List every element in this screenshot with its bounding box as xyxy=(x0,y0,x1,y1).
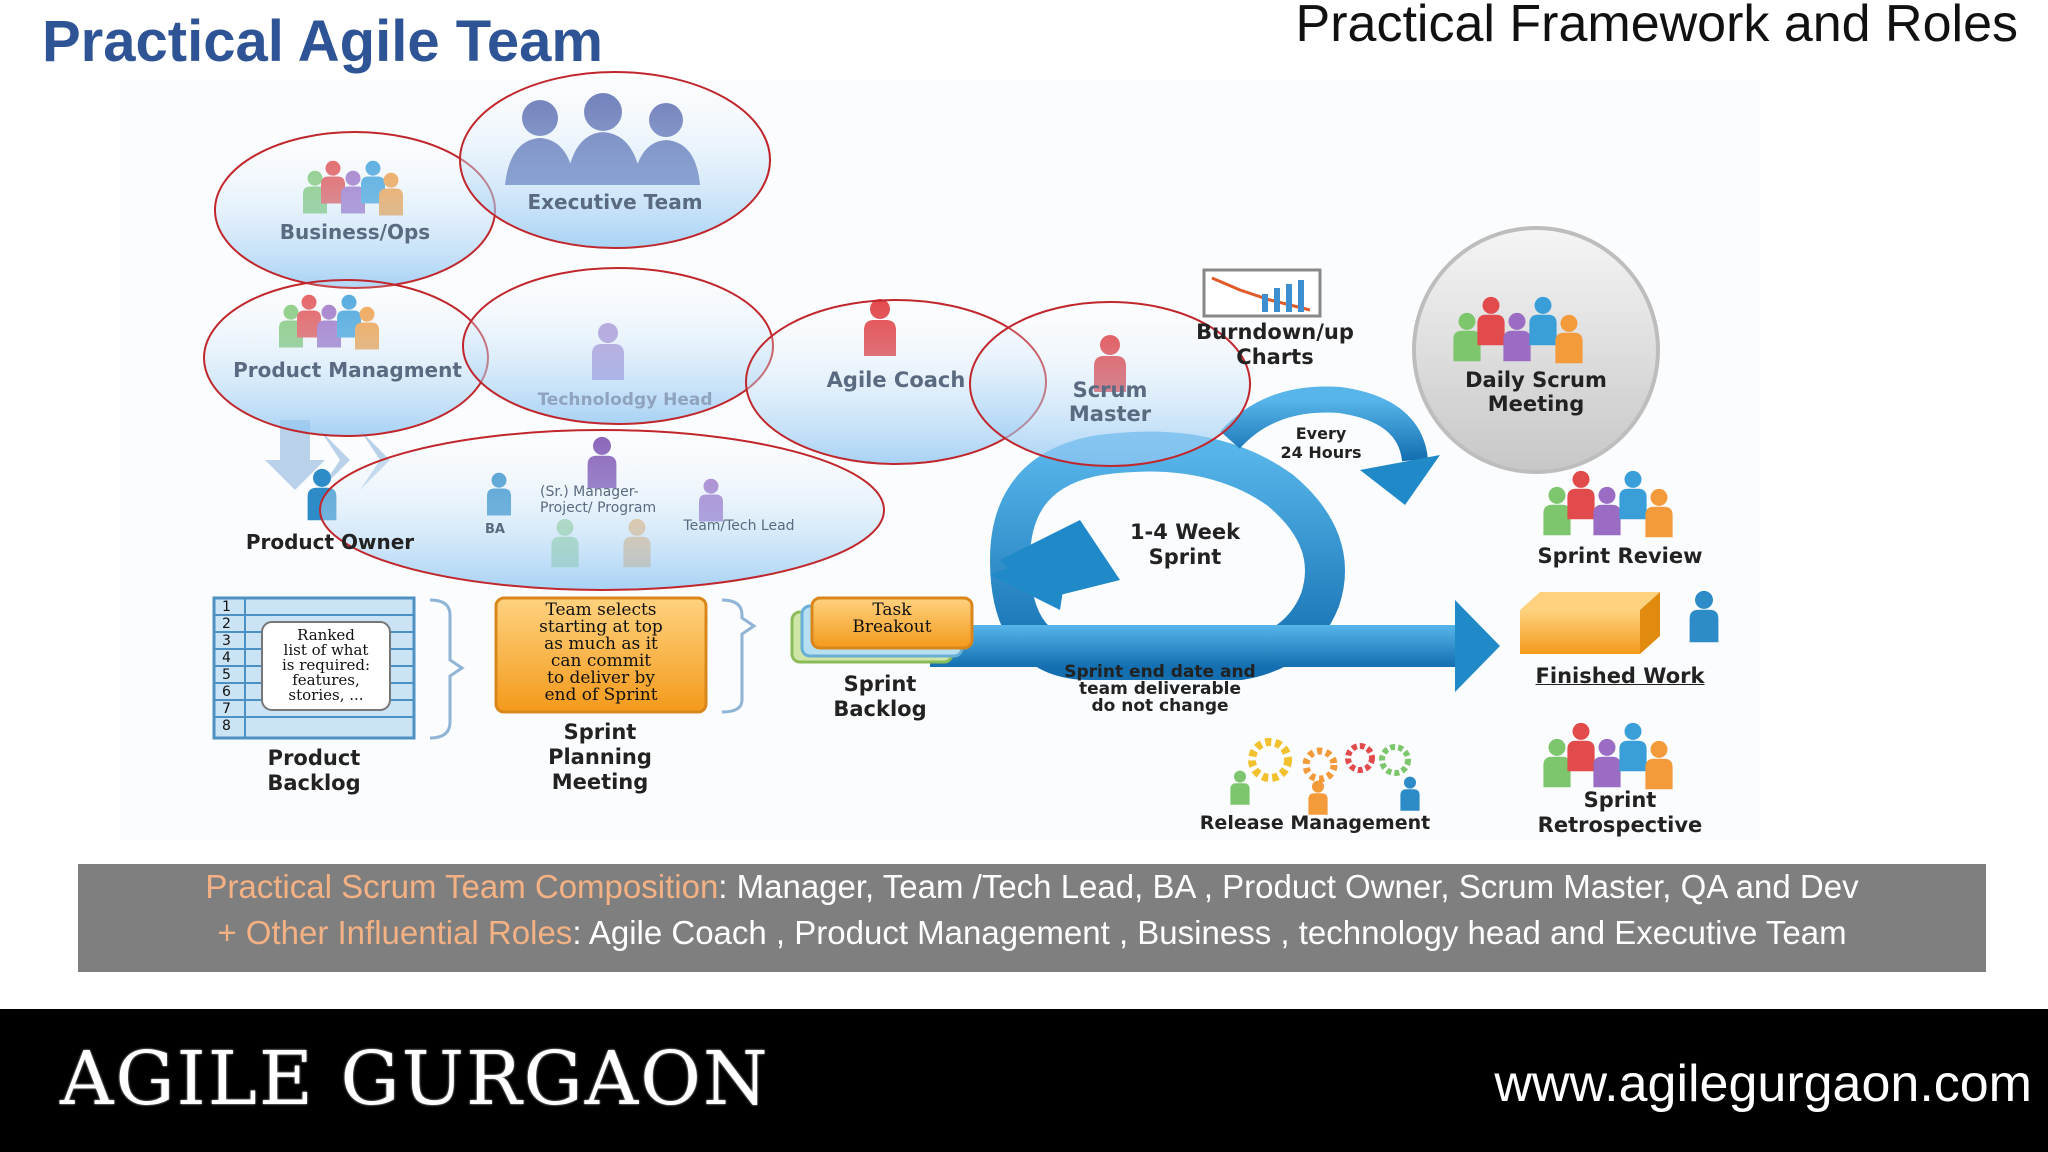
ba-label: BA xyxy=(485,522,505,537)
daily-scrum-circle xyxy=(1412,226,1660,474)
release-management-label: Release Management xyxy=(1199,812,1431,834)
finished-work-label: Finished Work xyxy=(1535,664,1705,688)
page-subtitle: Practical Framework and Roles xyxy=(1295,0,2018,53)
sprint-review-label: Sprint Review xyxy=(1537,544,1703,568)
agile-coach-label: Agile Coach xyxy=(826,368,966,392)
technology-head-label: Technolodgy Head xyxy=(537,390,713,410)
daily-cycle-arrow xyxy=(1220,386,1440,505)
brand-logo: AGILE GURGAON xyxy=(60,1036,770,1122)
business-ops-label: Business/Ops xyxy=(279,220,431,244)
page-title: Practical Agile Team xyxy=(42,9,603,74)
website-url: www.agilegurgaon.com xyxy=(1494,1055,2032,1113)
summary-line-influential: + Other Influential Roles: Agile Coach ,… xyxy=(217,914,1847,951)
team-composition-summary: Practical Scrum Team Composition: Manage… xyxy=(78,864,1986,972)
product-management-label: Product Managment xyxy=(233,358,462,382)
finished-work-box-icon xyxy=(1520,592,1660,654)
manager-label: (Sr.) Manager-Project/ Program xyxy=(540,484,657,516)
tech-lead-label: Team/Tech Lead xyxy=(683,518,795,534)
role-ellipses xyxy=(203,71,1251,591)
product-backlog-list xyxy=(212,596,465,740)
executive-team-label: Executive Team xyxy=(527,190,703,214)
gears-icon xyxy=(1230,738,1420,815)
product-owner-label: Product Owner xyxy=(245,530,415,554)
task-breakout-cards xyxy=(790,596,974,664)
summary-line-composition: Practical Scrum Team Composition: Manage… xyxy=(205,868,1859,905)
footer-bar xyxy=(0,1009,2048,1152)
sprint-planning-box xyxy=(494,596,757,714)
burndown-chart-icon xyxy=(1202,268,1322,318)
